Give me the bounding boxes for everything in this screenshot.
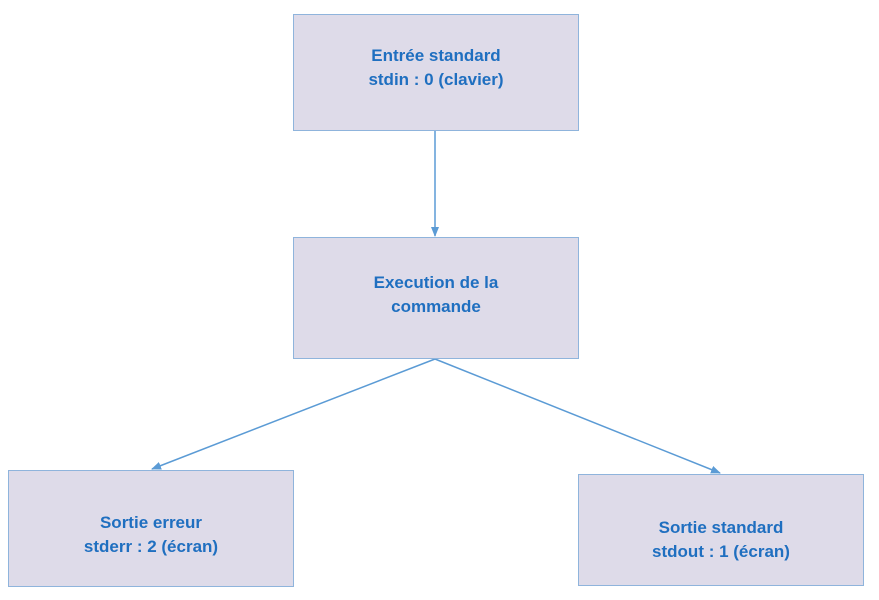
node-stderr-title: Sortie erreur: [99, 512, 203, 532]
node-stdout-label: Sortie standard stdout : 1 (écran): [652, 516, 790, 564]
node-stdin: Entrée standard stdin : 0 (clavier): [293, 14, 579, 131]
node-exec: Execution de la commande: [293, 237, 579, 359]
node-stderr-detail: stderr : 2 (écran): [83, 536, 219, 556]
node-stderr: Sortie erreur stderr : 2 (écran): [8, 470, 294, 587]
edge-exec-to-stdout: [434, 358, 721, 474]
node-stdin-title: Entrée standard: [371, 45, 501, 65]
node-stdin-detail: stdin : 0 (clavier): [368, 69, 504, 89]
node-stdout-title: Sortie standard: [658, 518, 784, 537]
node-stdout-detail: stdout : 1 (écran): [652, 542, 790, 561]
node-exec-title: Execution de la: [373, 273, 499, 292]
node-stdout: Sortie standard stdout : 1 (écran): [578, 474, 864, 586]
node-stdin-label: Entrée standard stdin : 0 (clavier): [368, 44, 503, 92]
node-stderr-label: Sortie erreur stderr : 2 (écran): [84, 511, 218, 559]
node-exec-detail: commande: [391, 297, 481, 316]
edge-exec-to-stderr: [151, 358, 436, 470]
node-exec-label: Execution de la commande: [374, 271, 499, 319]
